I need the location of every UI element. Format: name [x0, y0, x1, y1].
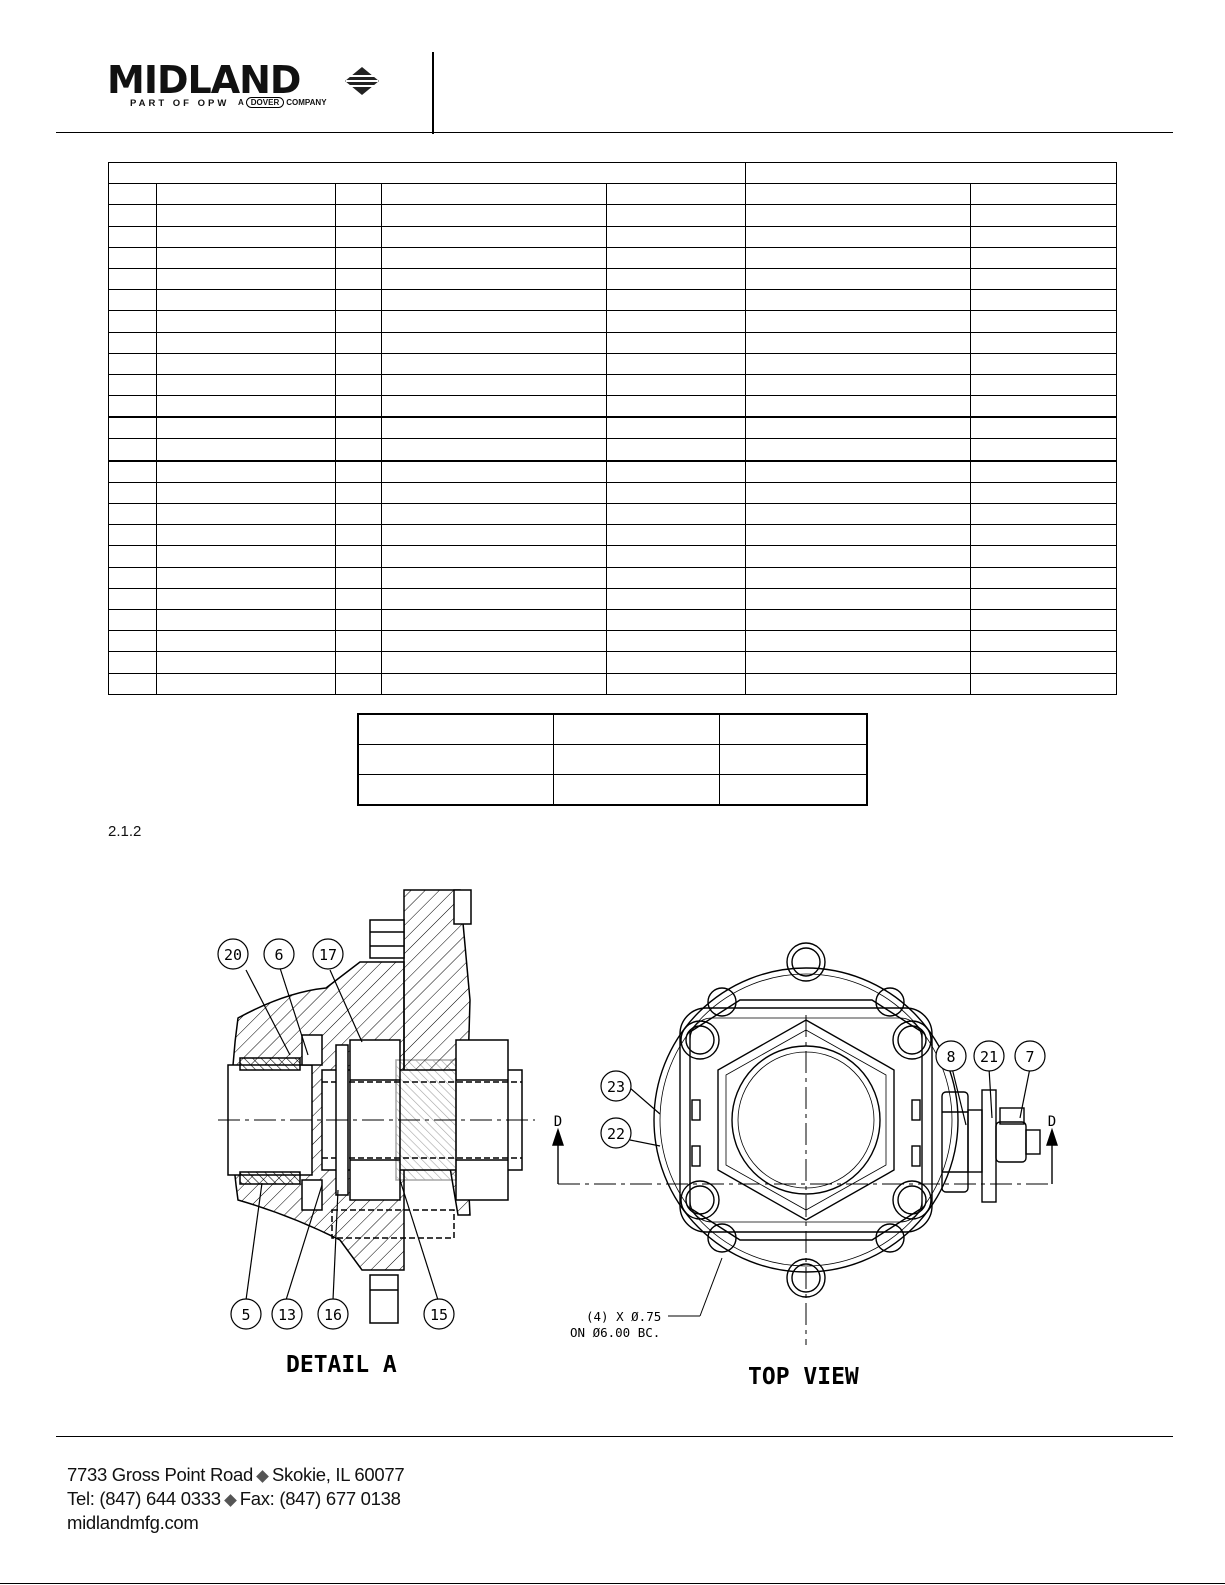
balloon-label: 6	[274, 946, 283, 964]
balloon-6	[263, 938, 295, 970]
table-row	[108, 373, 1118, 397]
section-marker-left: D	[554, 1114, 562, 1130]
footer-website-link[interactable]: midlandmfg.com	[67, 1512, 199, 1533]
balloon-7	[1014, 1040, 1046, 1072]
balloon-label: 8	[946, 1048, 955, 1066]
table-row	[108, 672, 1118, 695]
logo-wordmark: MIDLAND	[107, 58, 301, 102]
balloon-label: 20	[224, 946, 242, 964]
table-row	[108, 331, 1118, 354]
balloon-label: 23	[607, 1078, 625, 1096]
section-marker-right: D	[1048, 1114, 1056, 1130]
balloon-22	[600, 1117, 632, 1149]
table-row	[108, 183, 1118, 206]
balloon-label: 16	[324, 1306, 342, 1324]
balloon-15	[423, 1298, 455, 1330]
table-row	[108, 566, 1118, 589]
balloon-label: 21	[980, 1048, 998, 1066]
balloon-20	[217, 938, 249, 970]
detail-title: DETAIL A	[286, 1352, 397, 1378]
balloon-13	[271, 1298, 303, 1330]
table-row	[108, 545, 1118, 568]
top-view-title: TOP VIEW	[748, 1364, 859, 1390]
table-row	[108, 395, 1118, 419]
diamond-separator-icon	[256, 1469, 269, 1483]
balloon-label: 15	[430, 1306, 448, 1324]
bolt-callout: (4) X Ø.75	[586, 1309, 661, 1324]
balloon-label: 13	[278, 1306, 296, 1324]
table-row	[108, 416, 1118, 440]
balloon-8	[935, 1040, 967, 1072]
table-row	[108, 246, 1118, 269]
footer-rule	[56, 1436, 1173, 1437]
bolt-circle-callout: ON Ø6.00 BC.	[570, 1325, 660, 1340]
diamond-separator-icon	[223, 1493, 237, 1507]
header-rule	[56, 132, 1173, 133]
detail-balloons	[217, 938, 455, 1330]
table-row	[108, 204, 1118, 227]
bom-table	[107, 161, 1118, 695]
table-row	[357, 744, 868, 775]
table-row	[108, 289, 1118, 312]
table-row	[108, 651, 1118, 674]
summary-table	[357, 713, 868, 806]
table-row	[108, 225, 1118, 248]
balloon-label: 7	[1025, 1048, 1034, 1066]
table-row	[357, 774, 868, 806]
table-row	[108, 438, 1118, 462]
balloon-label: 22	[607, 1125, 625, 1143]
balloon-17	[312, 938, 344, 970]
header-divider	[432, 52, 434, 134]
section-number: 2.1.2	[108, 823, 142, 840]
balloon-23	[600, 1070, 632, 1102]
balloon-21	[973, 1040, 1005, 1072]
logo-diamond-icon	[344, 66, 380, 101]
top-view-balloons	[600, 1040, 1046, 1149]
top-view	[552, 942, 1058, 1345]
balloon-5	[230, 1298, 262, 1330]
balloon-label: 17	[319, 946, 337, 964]
logo-tagline: PART OF OPW	[130, 98, 230, 109]
balloon-label: 5	[241, 1306, 250, 1324]
page-bottom-rule	[0, 1583, 1225, 1584]
balloon-16	[317, 1298, 349, 1330]
